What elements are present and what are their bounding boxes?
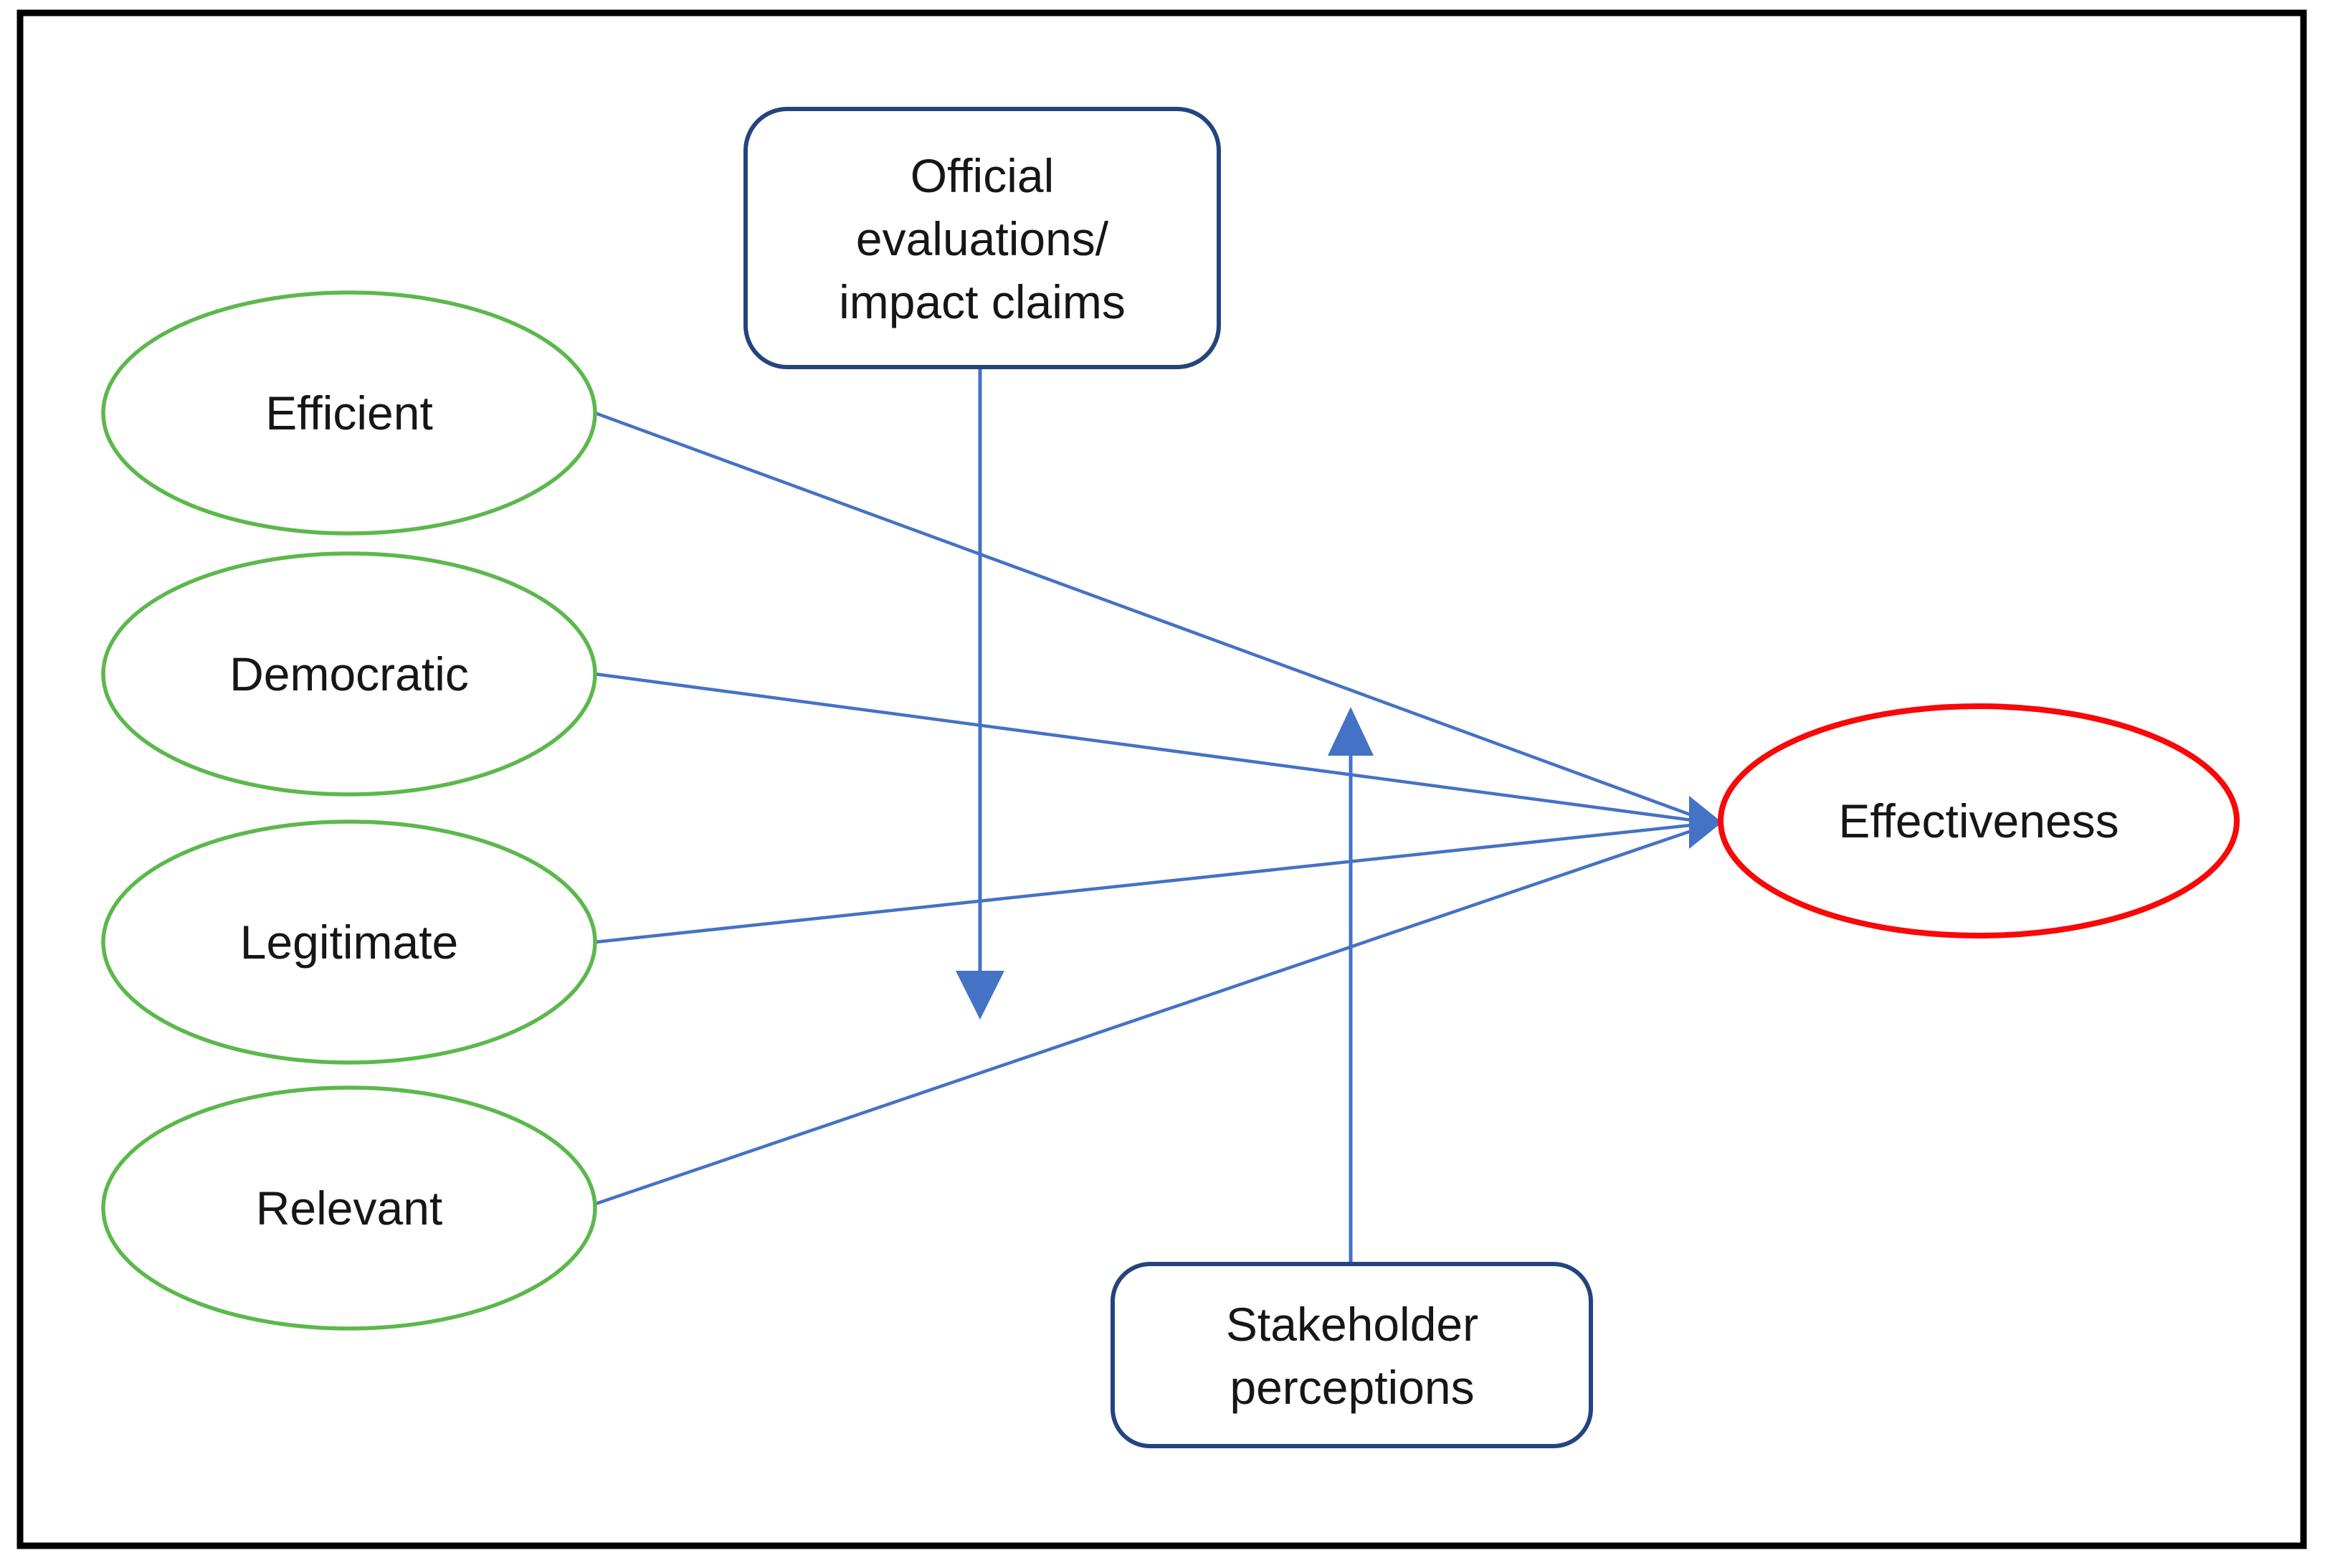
node-legitimate-ellipse [101,819,597,1065]
node-democratic-label: Democratic [229,647,469,700]
moderator-official-box [743,107,1221,369]
moderator-stakeholder-label-line2: perceptions [1230,1361,1474,1414]
node-effectiveness-ellipse [1718,703,2240,939]
moderator-official-label-line1: Official [910,149,1055,202]
moderator-official-label-line2: evaluations/ [856,212,1109,265]
node-efficient-label: Efficient [265,386,433,439]
moderator-stakeholder-label-line1: Stakeholder [1226,1298,1478,1351]
node-relevant-ellipse [101,1085,597,1331]
node-democratic-ellipse [101,551,597,797]
connector-democratic-line [594,672,1698,823]
node-relevant-label: Relevant [256,1182,443,1235]
stakeholder-up-arrowhead-icon [1328,707,1374,756]
node-effectiveness-label: Effectiveness [1838,794,2119,847]
moderator-official-label-line3: impact claims [839,275,1126,328]
node-legitimate-label: Legitimate [240,916,459,969]
connector-relevant-line [593,827,1698,1207]
connector-efficient-line [594,411,1698,819]
node-efficient-ellipse [101,290,597,536]
moderator-stakeholder-box [1111,1262,1593,1448]
official-down-arrowhead-icon [956,971,1004,1020]
connector-legitimate-line [594,822,1698,944]
connector-lines [593,411,1698,1207]
convergence-arrowhead-icon [1689,796,1722,849]
